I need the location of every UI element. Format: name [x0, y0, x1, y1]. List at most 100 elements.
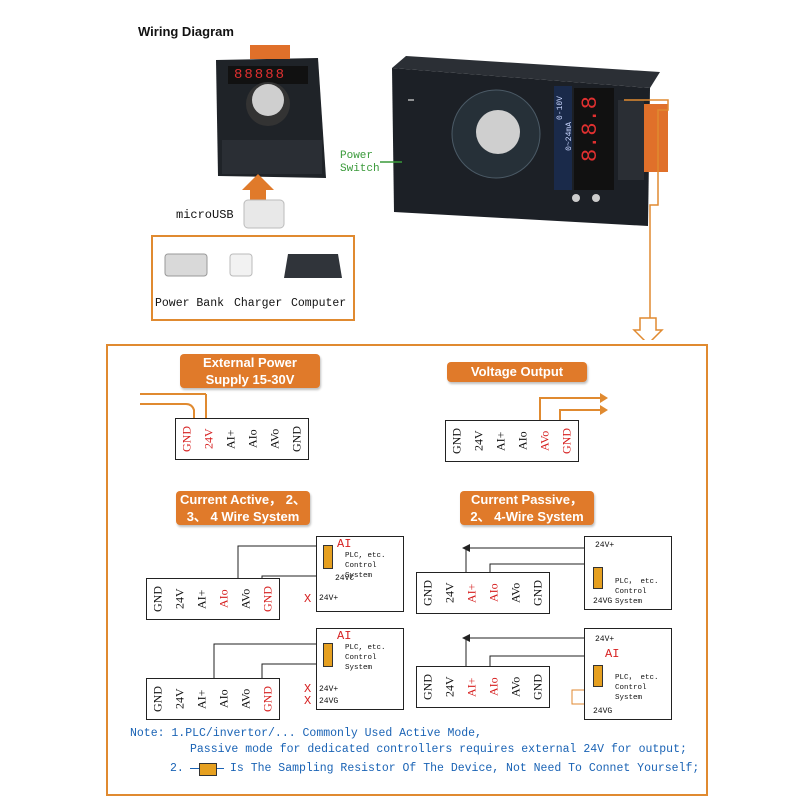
- charger-image: [229, 253, 253, 277]
- terminal-24v: 24V: [172, 588, 187, 610]
- terminal-gnd: GND: [150, 586, 165, 612]
- x-mark: X: [304, 682, 312, 696]
- resistor-icon: [593, 665, 603, 687]
- note-line2: Passive mode for dedicated controllers r…: [190, 743, 687, 756]
- down-arrow-icon: [632, 317, 664, 340]
- note-line3-text: Is The Sampling Resistor Of The Device, …: [230, 762, 700, 775]
- terminal-ai-plus: AI+: [223, 429, 238, 449]
- terminal-24v: 24V: [471, 430, 486, 452]
- plc-24vp-label: 24V+: [595, 635, 615, 644]
- plc-name-line2: Control System: [345, 654, 377, 672]
- top-illustration: [151, 45, 669, 340]
- external-power-title: External Power Supply 15-30V: [180, 354, 320, 388]
- terminal-gnd: GND: [530, 580, 545, 606]
- terminal-aio: AIo: [245, 429, 260, 449]
- plc-name-line1: PLC， etc.: [615, 674, 659, 682]
- current-passive-title-line2: 2、 4-Wire System: [470, 509, 584, 524]
- plc-name-line2: Control System: [345, 562, 377, 580]
- terminal-aio: AIo: [515, 431, 530, 451]
- voltage-output-title: Voltage Output: [447, 362, 587, 382]
- power-switch-label-line1: Power: [340, 150, 374, 162]
- plc-24vp-label: 24V+: [595, 541, 615, 550]
- terminal-ai-plus: AI+: [493, 431, 508, 451]
- terminal-24v: 24V: [201, 428, 216, 450]
- diagram-title: Wiring Diagram: [138, 24, 234, 39]
- plc-24vp-label: 24V+: [319, 594, 339, 603]
- current-active-title: Current Active， 2、 3、 4 Wire System: [176, 491, 310, 525]
- plc-24vc-label: 24VC: [335, 574, 355, 583]
- terminal-gnd: GND: [449, 428, 464, 454]
- note-line1: Note: 1.PLC/invertor/... Commonly Used A…: [130, 727, 482, 740]
- up-arrow-icon: [242, 174, 274, 200]
- external-power-title-line2: Supply 15-30V: [205, 372, 295, 387]
- x-mark: X: [304, 592, 312, 606]
- terminal-24v: 24V: [172, 688, 187, 710]
- microusb-label: microUSB: [176, 208, 234, 222]
- range-label-voltage: 0-10V: [556, 96, 565, 121]
- current-active-bottom-terminal-block: GND 24V AI+ AIo AVo GND: [146, 678, 280, 720]
- terminal-gnd: GND: [179, 426, 194, 452]
- current-active-top-plc-box: AI PLC, etc. Control System 24VC 24V+: [316, 536, 404, 612]
- terminal-ai-plus: AI+: [194, 689, 209, 709]
- terminal-gnd: GND: [260, 586, 275, 612]
- voltage-output-terminal-block: GND 24V AI+ AIo AVo GND: [445, 420, 579, 462]
- terminal-ai-plus: AI+: [464, 583, 479, 603]
- terminal-gnd: GND: [289, 426, 304, 452]
- range-label-current: 0~24mA: [565, 122, 574, 151]
- terminal-avo: AVo: [537, 430, 552, 452]
- power-switch-label: Power Switch: [340, 150, 380, 176]
- terminal-avo: AVo: [238, 688, 253, 710]
- current-active-title-line2: 3、 4 Wire System: [186, 509, 300, 524]
- terminal-avo: AVo: [508, 676, 523, 698]
- terminal-avo: AVo: [508, 582, 523, 604]
- terminal-ai-plus: AI+: [194, 589, 209, 609]
- plc-24vp-label: 24V+: [319, 685, 339, 694]
- resistor-icon: [593, 567, 603, 589]
- plc-name-line1: PLC, etc.: [345, 644, 386, 652]
- current-passive-bottom-plc-box: 24V+ AI PLC， etc. Control System 24VG: [584, 628, 672, 720]
- terminal-avo: AVo: [267, 428, 282, 450]
- terminal-gnd: GND: [420, 674, 435, 700]
- usb-plug: [243, 199, 285, 229]
- current-passive-top-terminal-block: GND 24V AI+ AIo AVo GND: [416, 572, 550, 614]
- resistor-icon: [323, 643, 333, 667]
- external-power-title-line1: External Power: [203, 355, 297, 370]
- current-active-bottom-plc-box: AI PLC, etc. Control System 24V+ 24VG: [316, 628, 404, 710]
- plc-24vg-label: 24VG: [593, 707, 613, 716]
- current-passive-title-line1: Current Passive，: [471, 492, 583, 507]
- plc-name-line2: Control System: [615, 588, 647, 606]
- power-bank-label: Power Bank: [155, 297, 225, 310]
- power-bank-image: [164, 253, 208, 277]
- wiring-frame: [106, 344, 708, 796]
- small-device-display: 88888: [234, 67, 287, 83]
- note-line3-prefix: 2.: [170, 762, 184, 775]
- plc-name-line2: Control System: [615, 684, 647, 702]
- connector-line: [624, 99, 669, 318]
- terminal-gnd: GND: [420, 580, 435, 606]
- current-passive-title: Current Passive， 2、 4-Wire System: [460, 491, 594, 525]
- resistor-icon: [323, 545, 333, 569]
- terminal-gnd: GND: [530, 674, 545, 700]
- plc-name: PLC， etc. Control System: [615, 577, 671, 607]
- resistor-legend-icon: [190, 762, 224, 776]
- plc-ai-label: AI: [605, 647, 620, 661]
- external-power-terminal-block: GND 24V AI+ AIo AVo GND: [175, 418, 309, 460]
- terminal-gnd: GND: [559, 428, 574, 454]
- terminal-24v: 24V: [442, 676, 457, 698]
- current-active-top-terminal-block: GND 24V AI+ AIo AVo GND: [146, 578, 280, 620]
- x-mark: X: [304, 694, 312, 708]
- plc-24vg-label: 24VG: [319, 697, 339, 706]
- plc-name: PLC, etc. Control System: [345, 551, 403, 581]
- current-passive-top-plc-box: 24V+ PLC， etc. Control System 24VG: [584, 536, 672, 610]
- computer-image: [284, 254, 342, 278]
- terminal-aio: AIo: [486, 677, 501, 697]
- current-passive-bottom-terminal-block: GND 24V AI+ AIo AVo GND: [416, 666, 550, 708]
- terminal-24v: 24V: [442, 582, 457, 604]
- wiring-lines: [140, 393, 608, 705]
- terminal-ai-plus: AI+: [464, 677, 479, 697]
- plc-ai-label: AI: [337, 537, 352, 551]
- power-switch-label-line2: Switch: [340, 163, 380, 175]
- small-device: [216, 45, 326, 178]
- plc-name-line1: PLC, etc.: [345, 552, 386, 560]
- terminal-gnd: GND: [150, 686, 165, 712]
